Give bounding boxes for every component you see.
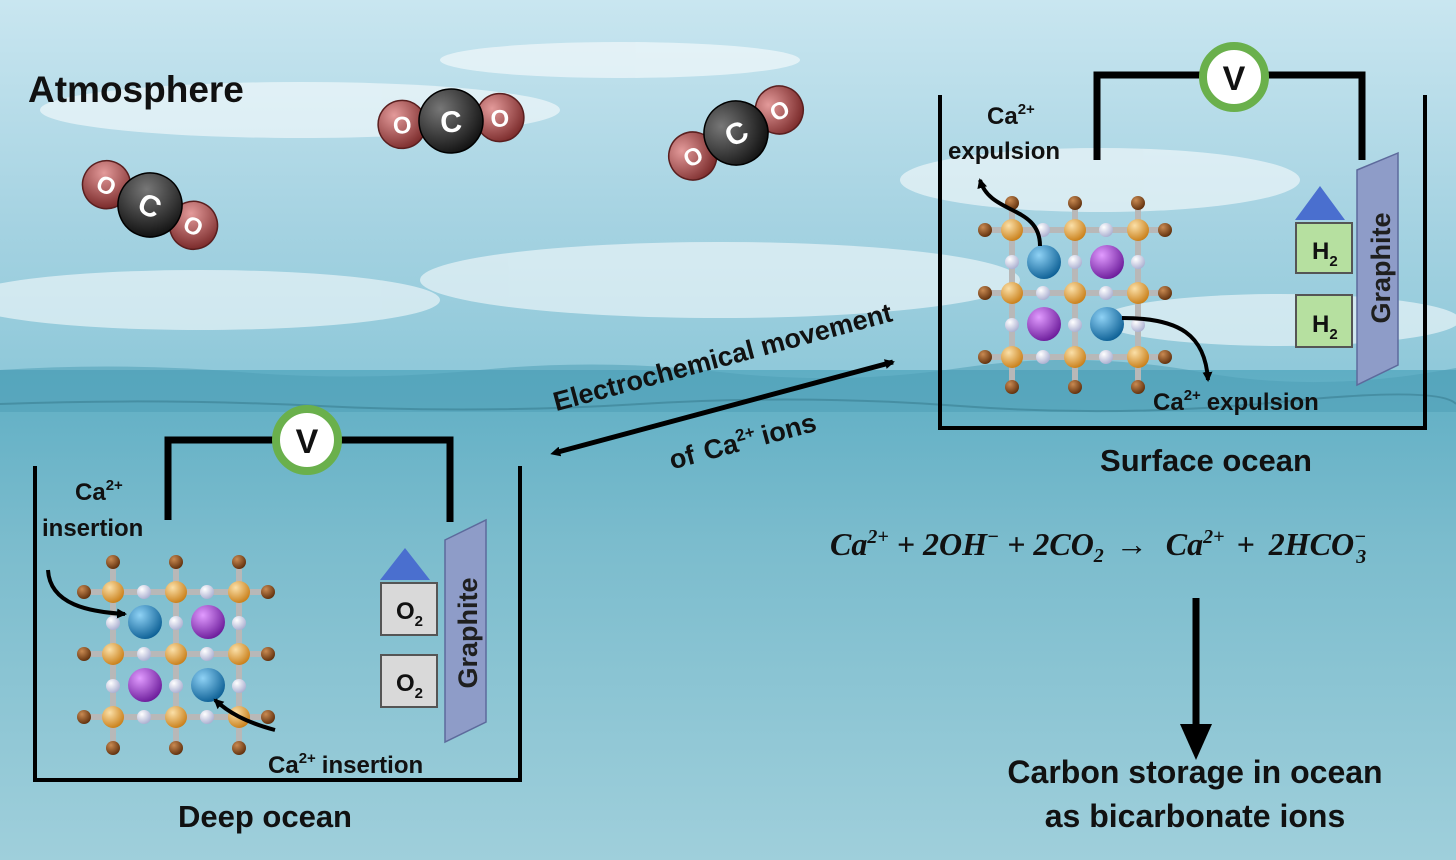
calcium-ion xyxy=(128,605,162,639)
chemical-equation: Ca2++2OH−+2CO2→Ca2++2HCO−3 xyxy=(830,526,1366,568)
ca-insertion-label-word: insertion xyxy=(42,515,143,542)
ca-insertion-label: Ca2+insertion xyxy=(268,750,423,779)
graphite-electrode xyxy=(444,518,487,744)
calcium-ion xyxy=(1090,307,1124,341)
ca-insertion-arrow xyxy=(213,698,276,732)
calcium-ion xyxy=(191,668,225,702)
deep-voltmeter-label: V xyxy=(296,423,319,461)
carbon-atom xyxy=(703,100,769,166)
carbon-atom-label: C xyxy=(439,105,463,139)
surface-voltmeter xyxy=(1199,42,1269,112)
framework-ion xyxy=(128,668,162,702)
lattice-metal-nodes xyxy=(1001,219,1149,368)
surface-voltmeter-label: V xyxy=(1223,60,1246,98)
framework-ion xyxy=(191,605,225,639)
graphite-label: Graphite xyxy=(453,577,483,688)
ion-transport-arrow xyxy=(550,359,895,457)
framework-ion xyxy=(1090,245,1124,279)
ca-expulsion-arrow xyxy=(977,178,1042,247)
deep-cell: V xyxy=(33,405,522,834)
atmosphere-label: Atmosphere xyxy=(28,69,244,110)
co2-molecule: O C O xyxy=(667,85,805,181)
graphite-electrode xyxy=(1356,151,1399,387)
calcium-ion xyxy=(1027,245,1061,279)
ca-expulsion-label: Ca2+expulsion xyxy=(1153,387,1319,416)
framework-ion xyxy=(1027,307,1061,341)
lattice-metal-nodes xyxy=(102,581,250,728)
deep-ocean-label: Deep ocean xyxy=(178,799,352,834)
h2-label: H2 xyxy=(1312,238,1338,270)
surface-lattice xyxy=(978,196,1172,394)
carbon-atom xyxy=(418,88,484,154)
o2-label: O2 xyxy=(396,598,423,630)
lattice-linkers xyxy=(77,555,275,755)
storage-arrow-head xyxy=(1180,724,1212,760)
graphite-label: Graphite xyxy=(1366,212,1396,323)
carbon-storage-label-line2: as bicarbonate ions xyxy=(1045,798,1346,834)
o2-label: O2 xyxy=(396,670,423,702)
h2-box xyxy=(1295,294,1353,348)
h2-label: H2 xyxy=(1312,311,1338,343)
oxygen-atom-label: O xyxy=(490,105,511,133)
gas-evolution-arrow xyxy=(380,548,430,580)
co2-molecule: O C O xyxy=(377,88,525,154)
o2-box xyxy=(380,582,438,636)
o2-box xyxy=(380,654,438,708)
surface-cell: V xyxy=(938,42,1427,478)
surface-cell-container xyxy=(938,95,1427,430)
deep-voltmeter xyxy=(272,405,342,475)
deep-cell-container xyxy=(33,466,522,782)
lattice-linkers xyxy=(978,196,1172,394)
ca-expulsion-label: Ca2+ xyxy=(987,101,1035,130)
surface-ocean-label: Surface ocean xyxy=(1100,443,1312,478)
h2-box xyxy=(1295,222,1353,274)
carbon-storage-label-line1: Carbon storage in ocean xyxy=(1007,754,1382,790)
ca-expulsion-arrow xyxy=(1121,316,1213,382)
carbon-atom xyxy=(117,172,183,238)
gas-evolution-arrow xyxy=(1295,186,1345,220)
ca-insertion-arrow xyxy=(46,569,127,619)
ca-expulsion-label-word: expulsion xyxy=(948,138,1060,165)
deep-lattice xyxy=(77,555,275,755)
co2-molecule: O C O xyxy=(81,159,219,251)
ca-insertion-label: Ca2+ xyxy=(75,477,123,506)
oxygen-atom-label: O xyxy=(392,112,413,140)
